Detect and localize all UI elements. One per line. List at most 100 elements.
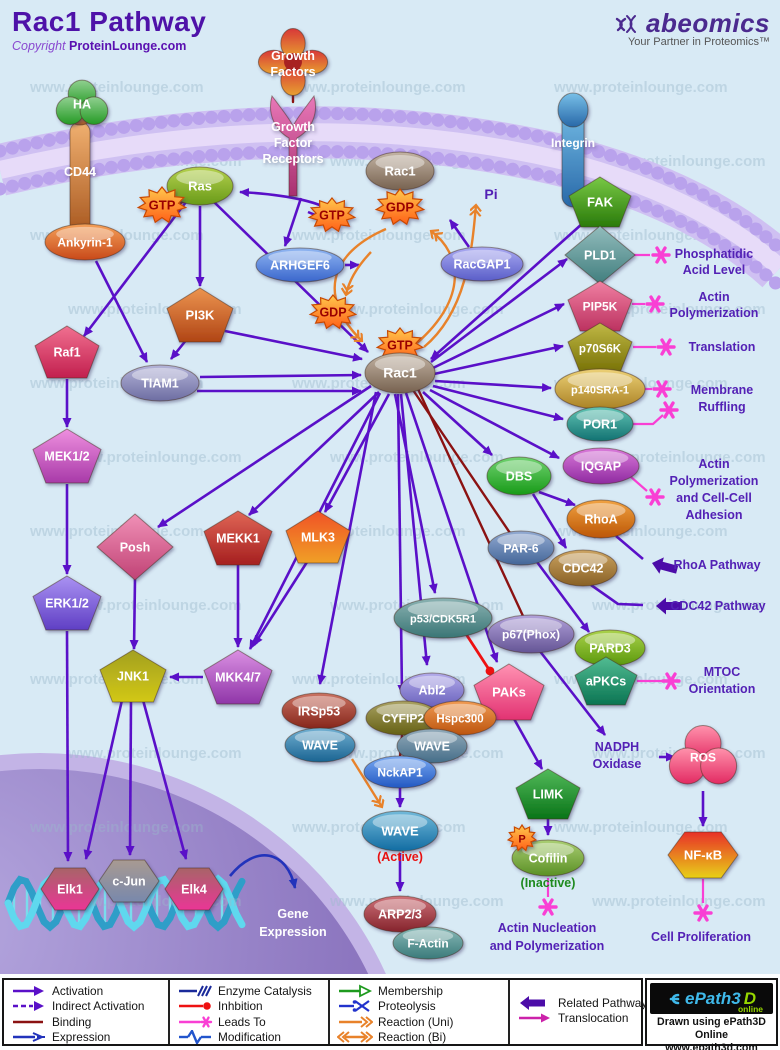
node-jnk1: JNK1 [99, 649, 167, 703]
annotation-orientation: Orientation [689, 682, 756, 696]
cyfip2-label: CYFIP2 [382, 712, 424, 726]
legend-item-trans: Translocation [517, 1011, 639, 1026]
paks-label: PAKs [492, 685, 526, 700]
leads-to-asterisk [661, 672, 681, 690]
node-cdc42: CDC42 [548, 549, 618, 587]
legend-label-lead: Leads To [218, 1014, 266, 1029]
mek1-2-shape [32, 428, 102, 484]
leads-to-asterisk [656, 338, 676, 356]
watermark-text: www.proteinlounge.com [291, 227, 466, 244]
mlk3-shape [285, 510, 351, 564]
p53-cdk5r1-highlight [407, 601, 479, 618]
node-arhgef6: ARHGEF6 [255, 247, 345, 283]
annotation-cell-proliferation: Cell Proliferation [651, 930, 751, 944]
node-ras: Ras [166, 166, 234, 206]
edge-act-40 [448, 219, 471, 248]
annotation-pi: Pi [484, 186, 497, 202]
edge-lead-79 [630, 476, 648, 492]
legend-item-mem: Membership [337, 983, 506, 998]
watermark-text: www.proteinlounge.com [591, 301, 766, 318]
raf1-shape [34, 325, 100, 379]
membrane-lipid-heads-outer [0, 106, 780, 256]
annotation-gene: Gene [277, 907, 308, 921]
node-pi3k: PI3K [166, 287, 234, 343]
wave-complex-highlight [406, 731, 458, 746]
node-ha: HA [55, 79, 109, 126]
cofilin-label: Cofilin [529, 852, 568, 866]
watermark-text: www.proteinlounge.com [29, 819, 204, 836]
node-por1: POR1 [566, 406, 634, 442]
edge-act-42 [83, 699, 124, 860]
erk1-2-label: ERK1/2 [45, 597, 89, 611]
node-wave-active: WAVE [361, 810, 439, 852]
node-rac1-gdp: Rac1 [365, 151, 435, 191]
node-raf1: Raf1 [34, 325, 100, 379]
edge-act-25 [393, 393, 438, 594]
p53-cdk5r1-label: p53/CDK5R1 [410, 614, 476, 626]
legend-item-prot: Proteolysis [337, 999, 506, 1014]
node-pld1: PLD1 [564, 225, 636, 285]
credit-line-2: www.epath3d.com [665, 1042, 758, 1050]
rac1-gdp-highlight [375, 155, 425, 171]
ankyrin-1-highlight [56, 226, 114, 242]
copyright-site: ProteinLounge.com [68, 39, 187, 53]
nckap1-highlight [374, 758, 426, 772]
gtp-ras-shape [136, 186, 188, 224]
membrane-lipid-heads-inner [0, 144, 780, 294]
edge-act-22 [248, 391, 380, 516]
node-limk: LIMK [515, 768, 581, 820]
par-6-label: PAR-6 [503, 542, 538, 556]
legend-icon-runi [339, 1015, 373, 1028]
legend-icon-indact [13, 1001, 44, 1011]
annotation-cdc42-pathway: CDC42 Pathway [670, 599, 765, 613]
legend-icon-bind [13, 1020, 43, 1023]
node-ankyrin-1: Ankyrin-1 [44, 223, 126, 261]
cd44-label: CD44 [64, 165, 96, 179]
edge-bind-57 [416, 387, 525, 618]
pard3-highlight [584, 632, 636, 648]
edge-act-16 [433, 343, 564, 376]
pld1-label: PLD1 [584, 249, 616, 263]
elk4-label: Elk4 [181, 883, 207, 897]
watermark-text: www.proteinlounge.com [553, 79, 728, 96]
node-mekk1: MEKK1 [203, 510, 273, 566]
brand-name: abeomics [646, 8, 770, 38]
wave-active-highlight [372, 814, 428, 831]
edge-act-20 [422, 391, 493, 456]
growth-factors-center [284, 53, 302, 71]
raf1-label: Raf1 [53, 346, 80, 360]
ras-label: Ras [188, 179, 212, 194]
rac1-gtp-highlight [374, 356, 426, 373]
c-jun-shape [98, 859, 160, 903]
legend-icon-rel [520, 995, 545, 1010]
legend-label-bind: Binding [52, 1014, 92, 1029]
annotation-rhoa-pathway: RhoA Pathway [673, 558, 760, 572]
legend-item-lead: Leads To [177, 1014, 326, 1029]
hspc300-label: Hspc300 [436, 714, 483, 726]
apkcs-shape [574, 656, 638, 706]
elk1-shape [40, 867, 100, 911]
node-cofilin: Cofilin [511, 839, 585, 877]
c-jun-label: c-Jun [112, 875, 145, 889]
irsp53-highlight [292, 695, 346, 711]
p70s6k-label: p70S6K [579, 344, 622, 356]
phosphate-shape [506, 823, 538, 852]
edge-act-32 [535, 561, 591, 633]
arp2-3-highlight [374, 898, 426, 914]
tiam1-highlight [131, 367, 189, 383]
edge-act-44 [141, 699, 188, 860]
gdp-top-shape [374, 188, 426, 226]
gtp-free-shape [307, 197, 357, 233]
annotation-expression: Expression [259, 925, 326, 939]
legend-icon-enz [179, 985, 212, 996]
annotation-translation: Translation [689, 340, 756, 354]
watermark-text: www.proteinlounge.com [291, 79, 466, 96]
cdc42-highlight [558, 552, 608, 568]
abl2-highlight [408, 675, 456, 690]
node-hspc300: Hspc300 [423, 700, 497, 736]
title-block: Rac1 Pathway Copyright ProteinLounge.com [12, 6, 206, 53]
node-dbs: DBS [486, 456, 552, 496]
f-actin-highlight [402, 929, 454, 943]
